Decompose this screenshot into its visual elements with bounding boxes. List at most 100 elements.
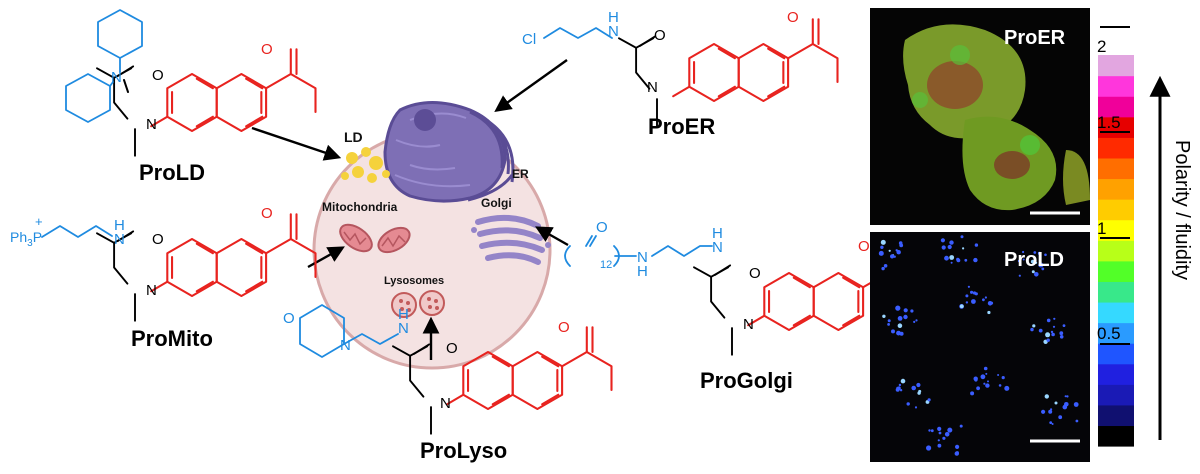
colorbar: 2 1.5 1 0.5 Polarity / fluidity — [1097, 26, 1193, 447]
lipid-droplet-dot — [1062, 324, 1066, 327]
lipid-droplet-dot — [926, 445, 932, 451]
lipid-droplet-dot — [930, 429, 934, 433]
atom-o: O — [749, 265, 761, 282]
chain-length: 12 — [600, 259, 612, 271]
lipid-droplet-dot — [897, 316, 903, 321]
lipid-droplet-dot — [1058, 415, 1063, 420]
atom-o: O — [261, 205, 273, 222]
lipid-droplet-dot — [1044, 394, 1050, 399]
atom-h: H — [114, 217, 125, 234]
probe-name-proer: ProER — [648, 114, 715, 139]
structure-progolgi: O 12 N H N H O N O ProGolgi — [564, 219, 914, 393]
colorbar-segment — [1098, 281, 1134, 303]
lipid-droplet-dot — [900, 378, 906, 384]
cell-illustration: LD ER Mitochondria Golgi Lysosomes — [312, 101, 552, 370]
micrograph-label-top: ProER — [1004, 27, 1066, 49]
lipid-droplet-dot — [910, 309, 914, 313]
lipid-droplet-dot — [1054, 401, 1058, 405]
lipid-droplet-dot — [970, 290, 974, 294]
lipid-droplet-dot — [997, 374, 1000, 376]
lipid-droplet-dot — [937, 443, 942, 448]
lipid-droplet-dot — [947, 244, 952, 250]
lipid-droplet-dot — [1049, 421, 1053, 424]
lipid-droplet-dot — [1022, 258, 1025, 261]
lipid-droplet-dot — [987, 310, 991, 315]
lipid-droplet-dot — [928, 429, 931, 432]
lipid-droplet-dot — [916, 382, 921, 388]
lipid-droplet-dot — [973, 257, 978, 263]
lipid-droplet-dot — [1034, 261, 1038, 264]
arrow-mito — [307, 246, 345, 269]
arrow-golgi — [535, 226, 569, 247]
colorbar-segment — [1098, 75, 1134, 97]
probe-name-prolyso: ProLyso — [420, 438, 507, 463]
colorbar-tick-1-5: 1.5 — [1097, 113, 1121, 132]
lipid-droplet-dot — [890, 254, 895, 259]
colorbar-segment — [1098, 199, 1134, 221]
colorbar-segment — [1098, 384, 1134, 406]
lipid-droplet-dot — [973, 376, 978, 381]
lipid-droplet-dot — [899, 331, 904, 336]
arrow-er — [494, 59, 568, 112]
lipid-droplet-dot — [938, 431, 942, 435]
lipid-droplet-dot — [1030, 327, 1034, 332]
lipid-droplet-dot — [888, 249, 891, 252]
lipid-droplet-dot — [974, 292, 978, 296]
atom-cl: Cl — [522, 31, 536, 48]
atom-n: N — [340, 337, 351, 354]
lipid-droplet-dot — [906, 402, 910, 406]
lipid-droplet-dot — [980, 374, 986, 380]
lipid-droplet-dot — [899, 243, 904, 248]
lipid-droplet-dot — [927, 398, 931, 402]
colorbar-segment — [1098, 178, 1134, 200]
lipid-droplet-dot — [1031, 270, 1035, 274]
lysosomes-icon — [391, 290, 445, 318]
lipid-droplet-dot — [949, 255, 955, 260]
lipid-droplet-dot — [917, 391, 921, 395]
atom-charge: + — [35, 214, 43, 229]
lipid-droplet-dot — [1038, 328, 1043, 333]
lipid-droplet-dot — [937, 426, 942, 431]
lipid-droplet-dot — [950, 261, 953, 264]
micrograph-top: ProER — [870, 8, 1090, 225]
organelle-label-golgi: Golgi — [481, 196, 512, 210]
probe-name-progolgi: ProGolgi — [700, 368, 793, 393]
lipid-droplet-dot — [913, 320, 916, 323]
atom-o: O — [787, 9, 799, 26]
lipid-droplet-dot — [891, 329, 895, 334]
lipid-droplet-dot — [955, 444, 960, 449]
lipid-droplet-dot — [898, 383, 902, 387]
lipid-droplet-dot — [1064, 395, 1067, 398]
atom-n: N — [114, 231, 125, 248]
colorbar-segment — [1098, 219, 1134, 241]
lipid-droplet-dot — [1052, 325, 1056, 328]
atom-n: N — [398, 320, 409, 337]
colorbar-segment — [1098, 137, 1134, 159]
probe-name-prold: ProLD — [139, 160, 205, 185]
lipid-droplet-dot — [1030, 259, 1035, 264]
lipid-droplet-dot — [985, 383, 990, 388]
targeting-arrows — [251, 59, 569, 360]
lipid-droplet-dot — [955, 451, 959, 455]
lipid-droplet-dot — [887, 319, 891, 323]
lipid-droplet-dot — [899, 389, 903, 392]
lipid-droplets-icon — [341, 147, 390, 183]
lipid-droplet-dot — [1022, 250, 1025, 254]
lipid-droplet-dot — [942, 436, 946, 440]
mitochondria-icon — [339, 223, 411, 254]
atom-n: N — [440, 395, 451, 412]
lipid-droplet-dot — [1034, 272, 1039, 277]
lipid-droplet-dot — [1004, 385, 1010, 391]
atom-h: H — [637, 263, 648, 280]
lipid-droplet-dot — [1046, 338, 1050, 342]
colorbar-segment — [1098, 260, 1134, 282]
lipid-droplet-dot — [1048, 409, 1053, 414]
lipid-droplet-dot — [883, 264, 888, 268]
lipid-droplet-dot — [1046, 318, 1051, 323]
lipid-droplet-dot — [1001, 376, 1005, 380]
lipid-droplet-dot — [1018, 274, 1021, 277]
micrograph-label-bottom: ProLD — [1004, 249, 1064, 271]
lipid-droplet-dot — [1044, 253, 1047, 257]
structure-proer: Cl N H O N O ProER — [522, 9, 839, 139]
